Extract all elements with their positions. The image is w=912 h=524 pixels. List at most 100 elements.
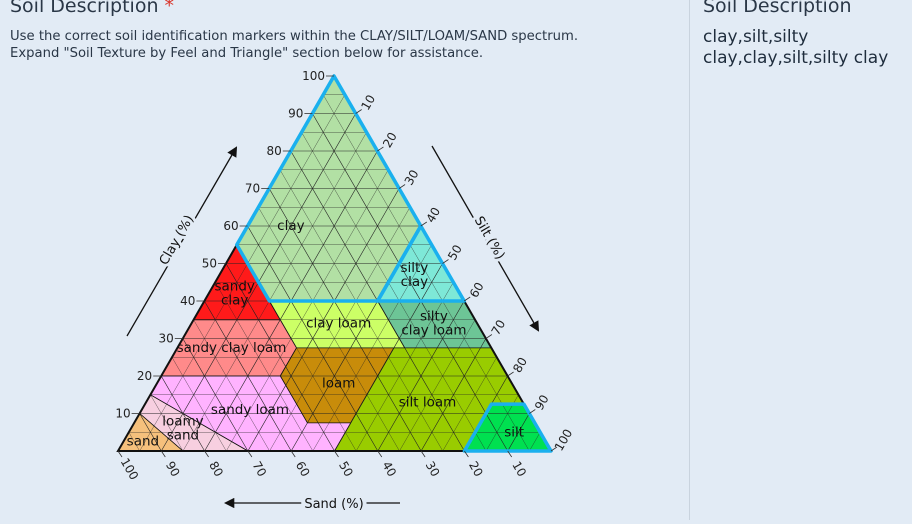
sand-tick-label: 100 (118, 456, 142, 483)
sand-tick-label: 70 (249, 459, 269, 479)
silt-tick-label: 40 (423, 205, 443, 225)
silt-tick-mark (442, 259, 449, 264)
highlight-silt (462, 402, 553, 453)
instructions-line-1: Use the correct soil identification mark… (10, 29, 579, 44)
silt-tick-mark (377, 146, 384, 152)
sand-gridline (323, 94, 530, 452)
silt-gridline (442, 357, 497, 452)
summary-value-line-2: clay,clay,silt,silty clay (703, 48, 889, 68)
silt-tick-label: 20 (380, 130, 400, 150)
sand-gridline (215, 282, 314, 452)
silt-tick-label: 10 (358, 92, 378, 112)
sand-gridline (279, 169, 443, 452)
panel-divider (689, 0, 690, 520)
sand-tick-mark (204, 450, 209, 458)
clay-axis-arrow (126, 146, 238, 337)
sand-tick-mark (464, 450, 469, 458)
sand-gridline (193, 319, 270, 452)
silt-gridline (420, 338, 487, 452)
sand-tick-mark (377, 450, 383, 458)
region-label-loam: loam (322, 376, 355, 392)
silt-axis-title: Silt (%) (471, 214, 508, 262)
sand-tick-label: 30 (423, 459, 443, 479)
clay-tick-label: 100 (302, 69, 325, 83)
soil-description-field: Soil Description * Use the correct soil … (10, 0, 680, 520)
silt-tick-mark (355, 109, 362, 114)
silt-tick-label: 30 (402, 167, 422, 187)
summary-value-line-1: clay,silt,silty (703, 27, 809, 47)
silt-gridline (355, 282, 454, 452)
silt-tick-label: 90 (532, 392, 552, 412)
region-label-silt-loam: silt loam (399, 394, 457, 410)
clay-tick-label: 50 (202, 257, 217, 271)
silt-gridline (139, 94, 346, 452)
sand-tick-label: 80 (206, 459, 226, 479)
silt-tick-mark (463, 296, 471, 302)
sand-tick-mark (507, 450, 513, 458)
sand-axis-title: Sand (%) (304, 497, 363, 512)
sand-tick-label: 60 (293, 459, 313, 479)
sand-gridline (301, 132, 487, 452)
sand-gridline (225, 263, 335, 452)
summary-label: Soil Description (703, 0, 852, 17)
sand-gridline (204, 300, 292, 452)
region-label-sand: sand (127, 434, 159, 450)
silt-gridline (507, 413, 530, 452)
sand-tick-mark (290, 450, 296, 458)
region-label-clay: clay (277, 218, 304, 234)
sand-gridline (171, 357, 227, 452)
sand-tick-mark (420, 450, 426, 458)
clay-tick-label: 30 (159, 332, 174, 346)
clay-tick-label: 90 (288, 107, 303, 121)
field-instructions: Use the correct soil identification mark… (10, 28, 680, 62)
sand-tick-label: 40 (379, 459, 399, 479)
instructions-line-2: Expand "Soil Texture by Feel and Triangl… (10, 46, 484, 61)
sand-tick-mark (334, 450, 339, 458)
sand-tick-mark (117, 450, 123, 458)
sand-gridline (160, 375, 205, 452)
sand-tick-label: 90 (163, 459, 183, 479)
silt-tick-mark (485, 334, 493, 339)
sand-tick-label: 50 (336, 459, 356, 479)
highlight-clay (235, 74, 423, 303)
region-label-sandy-clay-loam: sandy clay loam (177, 340, 287, 356)
sand-tick-label: 10 (509, 459, 529, 479)
silt-gridline (377, 300, 465, 452)
silt-gridline (226, 169, 389, 452)
sand-tick-mark (247, 450, 253, 458)
region-label-sandy-loam: sandy loam (211, 402, 289, 418)
region-label-silt: silt (504, 424, 524, 440)
summary-value: clay,silt,silty clay,clay,silt,silty cla… (703, 27, 908, 69)
clay-tick-label: 60 (223, 219, 238, 233)
clay-tick-label: 10 (115, 407, 130, 421)
clay-axis-title: Clay (%) (157, 213, 197, 268)
silt-tick-label: 50 (445, 242, 465, 262)
silt-gridline (334, 263, 443, 452)
silt-tick-mark (550, 446, 558, 452)
silt-tick-label: 60 (467, 280, 487, 300)
silt-tick-mark (529, 409, 536, 414)
clay-tick-label: 70 (245, 182, 260, 196)
silt-axis-arrow (431, 145, 540, 332)
silt-gridline (529, 432, 541, 452)
sand-gridline (258, 207, 400, 452)
silt-tick-mark (398, 184, 406, 189)
sand-gridline (128, 432, 140, 452)
clay-tick-label: 20 (137, 369, 152, 383)
silt-tick-mark (507, 371, 514, 377)
region-label-clay-loam: clay loam (306, 316, 371, 332)
sand-gridline (139, 413, 162, 452)
required-marker: * (164, 0, 175, 17)
silt-gridline (312, 244, 432, 452)
clay-tick-label: 40 (180, 294, 195, 308)
silt-tick-label: 70 (489, 317, 509, 337)
silt-gridline (269, 207, 411, 452)
silt-tick-label: 100 (552, 427, 576, 454)
sand-gridline (150, 394, 184, 452)
